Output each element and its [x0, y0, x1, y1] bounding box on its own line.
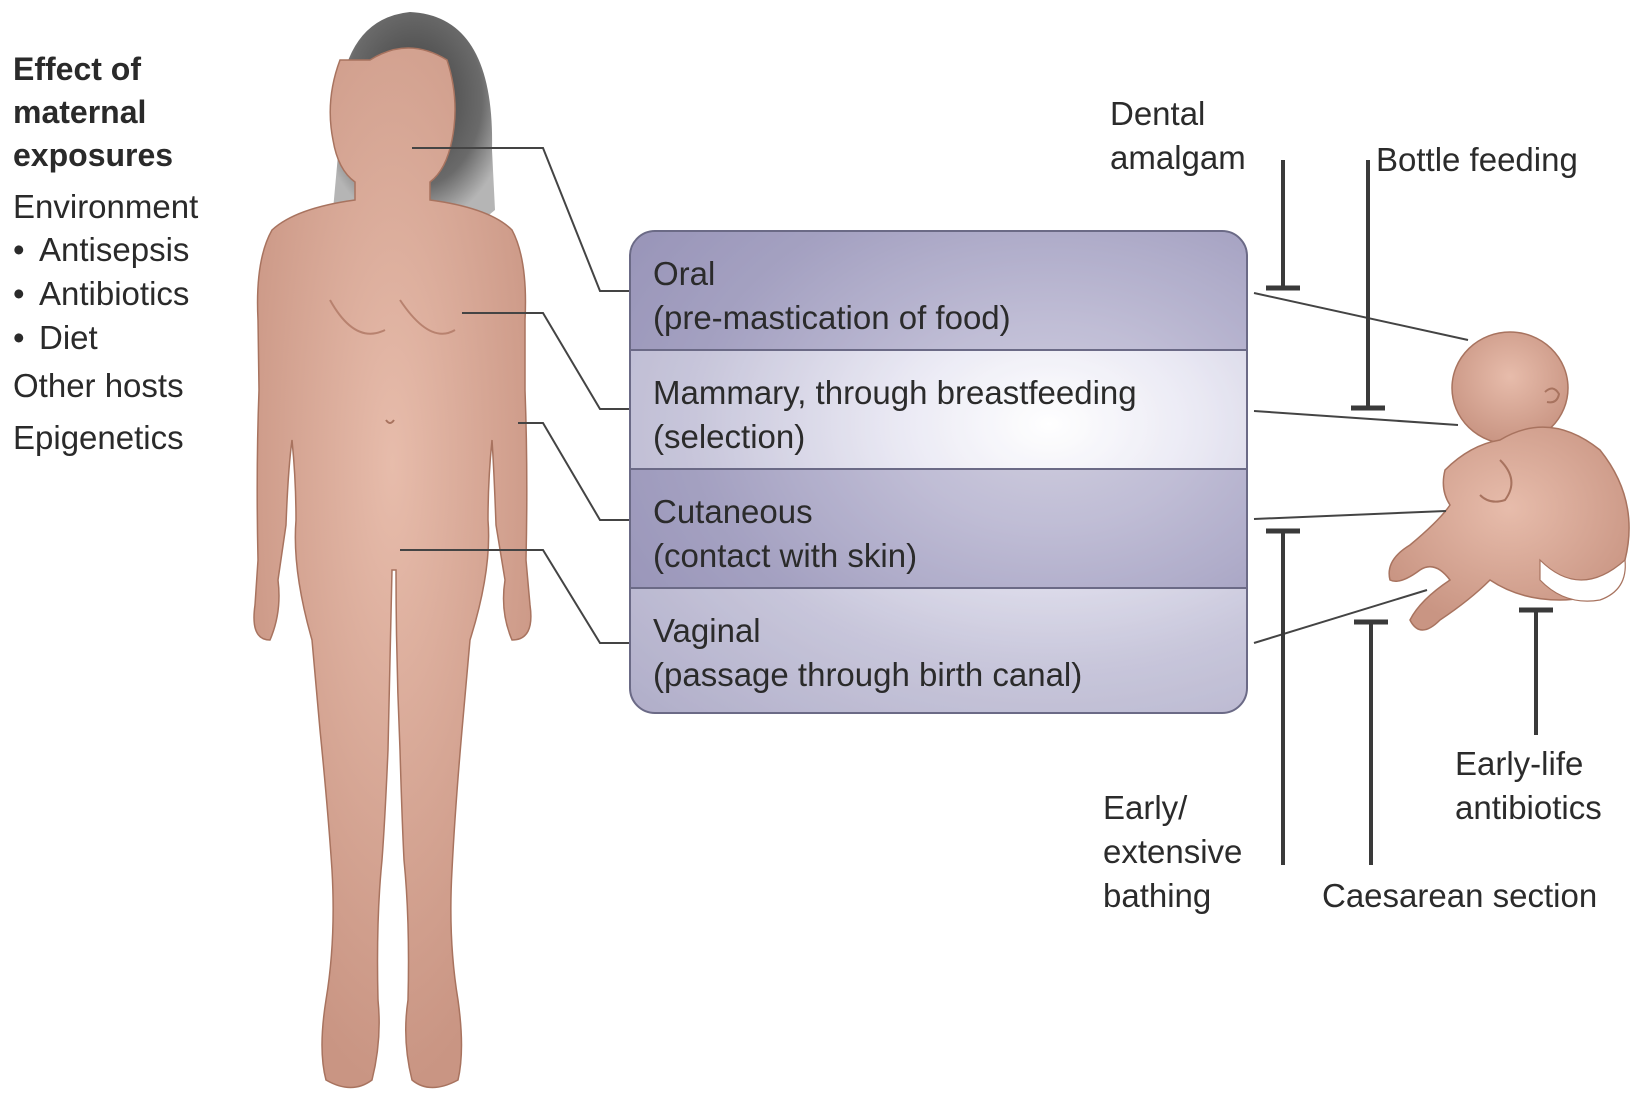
route-row-oral: Oral (pre-mastication of food): [631, 232, 1246, 351]
infant-figure: [1389, 332, 1629, 630]
bottle-feeding-inhibitor: [1351, 160, 1385, 408]
transmission-routes-box: Oral (pre-mastication of food) Mammary, …: [629, 230, 1248, 714]
epigenetics-label: Epigenetics: [13, 412, 253, 464]
oral-infant-line: [1254, 293, 1468, 340]
label-line: Dental: [1110, 92, 1246, 136]
route-row-vaginal: Vaginal (passage through birth canal): [631, 589, 1246, 712]
bottle-feeding-label: Bottle feeding: [1376, 138, 1578, 182]
vaginal-infant-line: [1254, 590, 1427, 643]
dental-amalgam-inhibitor: [1266, 160, 1300, 288]
list-item: •Antibiotics: [13, 272, 253, 316]
route-title: Mammary, through breastfeeding: [653, 371, 1246, 415]
other-hosts-label: Other hosts: [13, 360, 253, 412]
label-line: extensive: [1103, 830, 1242, 874]
cutaneous-infant-line: [1254, 511, 1446, 519]
label-line: bathing: [1103, 874, 1242, 918]
route-subtitle: (selection): [653, 415, 1246, 459]
diet-label: Diet: [39, 319, 98, 356]
maternal-exposures-title: Effect of maternal exposures: [13, 48, 253, 177]
antisepsis-label: Antisepsis: [39, 231, 189, 268]
route-row-cutaneous: Cutaneous (contact with skin): [631, 470, 1246, 589]
label-line: Early/: [1103, 786, 1242, 830]
caesarean-inhibitor: [1354, 622, 1388, 865]
bullet-icon: •: [13, 316, 39, 360]
label-line: Early-life: [1455, 742, 1602, 786]
bullet-icon: •: [13, 228, 39, 272]
label-line: amalgam: [1110, 136, 1246, 180]
antibiotics-label: Antibiotics: [39, 275, 189, 312]
route-subtitle: (passage through birth canal): [653, 653, 1246, 697]
early-life-antibiotics-label: Early-life antibiotics: [1455, 742, 1602, 830]
maternal-exposures-panel: Effect of maternal exposures Environment…: [13, 48, 253, 464]
antibiotics-inhibitor: [1519, 610, 1553, 735]
list-item: •Antisepsis: [13, 228, 253, 272]
list-item: •Diet: [13, 316, 253, 360]
route-title: Vaginal: [653, 609, 1246, 653]
mammary-infant-line: [1254, 411, 1458, 425]
dental-amalgam-label: Dental amalgam: [1110, 92, 1246, 180]
cutaneous-connector: [518, 423, 629, 520]
label-line: antibiotics: [1455, 786, 1602, 830]
route-subtitle: (pre-mastication of food): [653, 296, 1246, 340]
bullet-icon: •: [13, 272, 39, 316]
early-bathing-label: Early/ extensive bathing: [1103, 786, 1242, 918]
caesarean-section-label: Caesarean section: [1322, 874, 1597, 918]
environment-list: •Antisepsis •Antibiotics •Diet: [13, 228, 253, 360]
bathing-inhibitor: [1266, 531, 1300, 865]
environment-heading: Environment: [13, 185, 253, 228]
route-title: Oral: [653, 252, 1246, 296]
route-subtitle: (contact with skin): [653, 534, 1246, 578]
route-title: Cutaneous: [653, 490, 1246, 534]
route-row-mammary: Mammary, through breastfeeding (selectio…: [631, 351, 1246, 470]
